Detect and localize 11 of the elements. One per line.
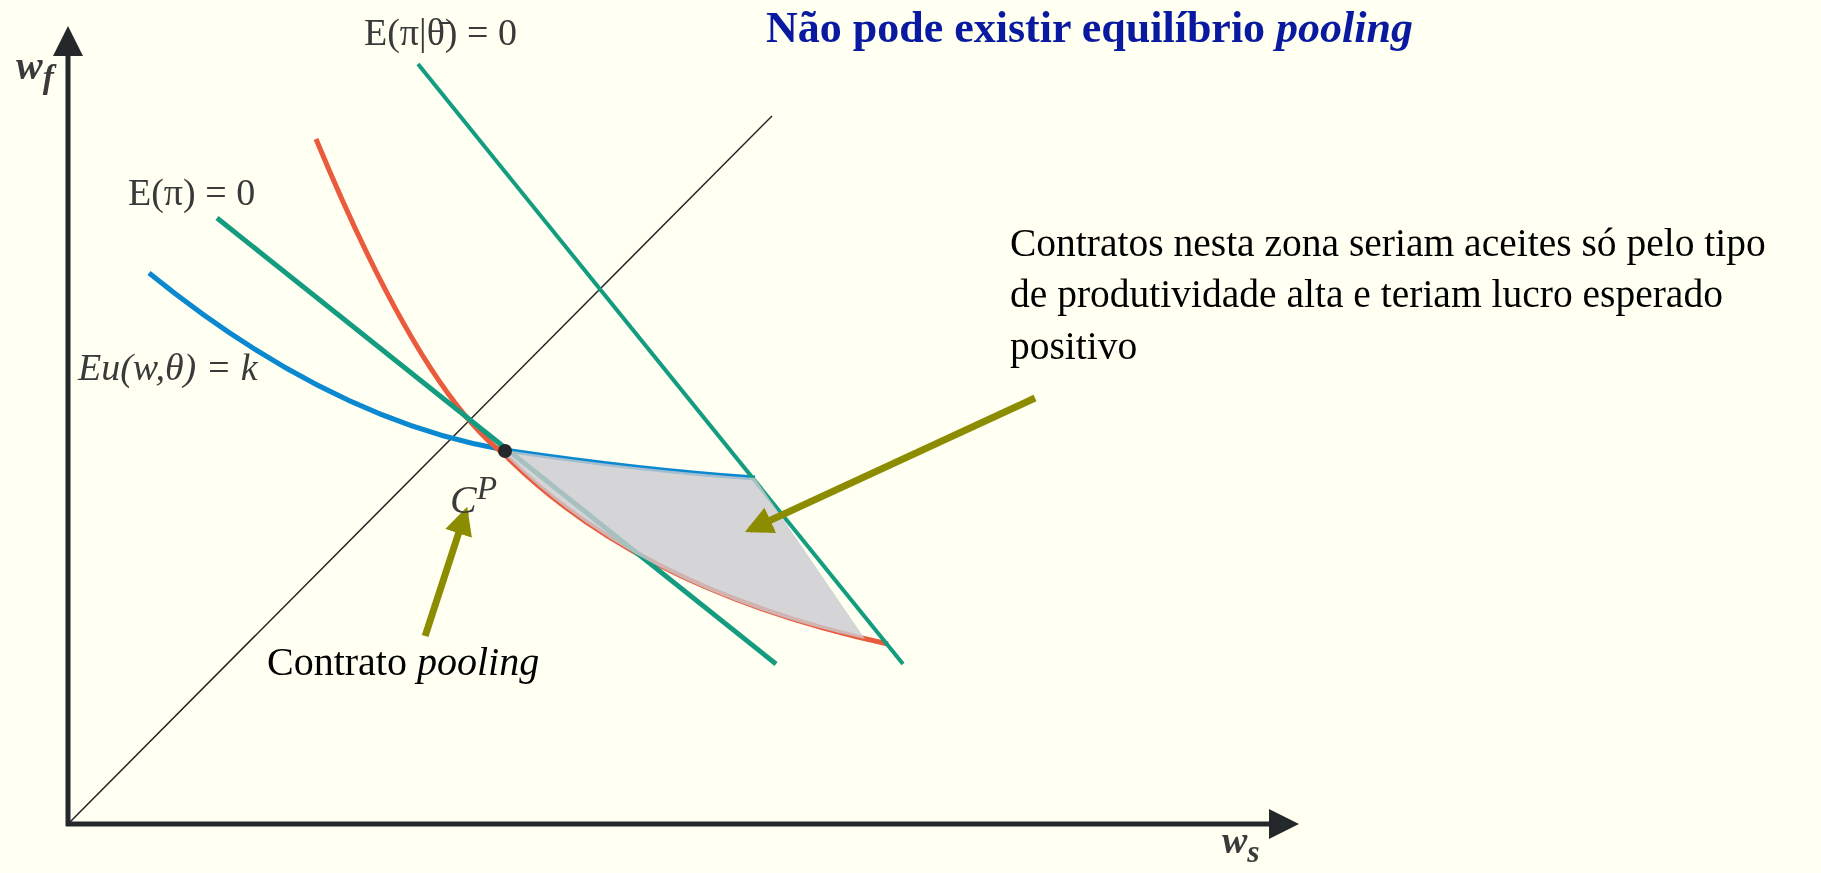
annotation-text: Contratos nesta zona seriam aceites só pelo tipo de produtividade alta e teriam lucro esperado positivo	[1010, 218, 1780, 373]
equation-label: E(π|θ̄) = 0	[364, 10, 517, 54]
title: Não pode existir equilíbrio pooling	[766, 2, 1414, 53]
point-label: C$^{P}$	[450, 466, 498, 527]
equation-label: Eu(w,θ) = k	[78, 345, 258, 389]
equation-label: E(π) = 0	[128, 170, 256, 214]
axis-label: w$_{s}$	[1222, 818, 1260, 870]
annotation-text: Contrato pooling	[267, 636, 540, 688]
arrow	[744, 394, 1037, 533]
shaded-region	[505, 450, 865, 639]
arrow	[421, 506, 472, 638]
